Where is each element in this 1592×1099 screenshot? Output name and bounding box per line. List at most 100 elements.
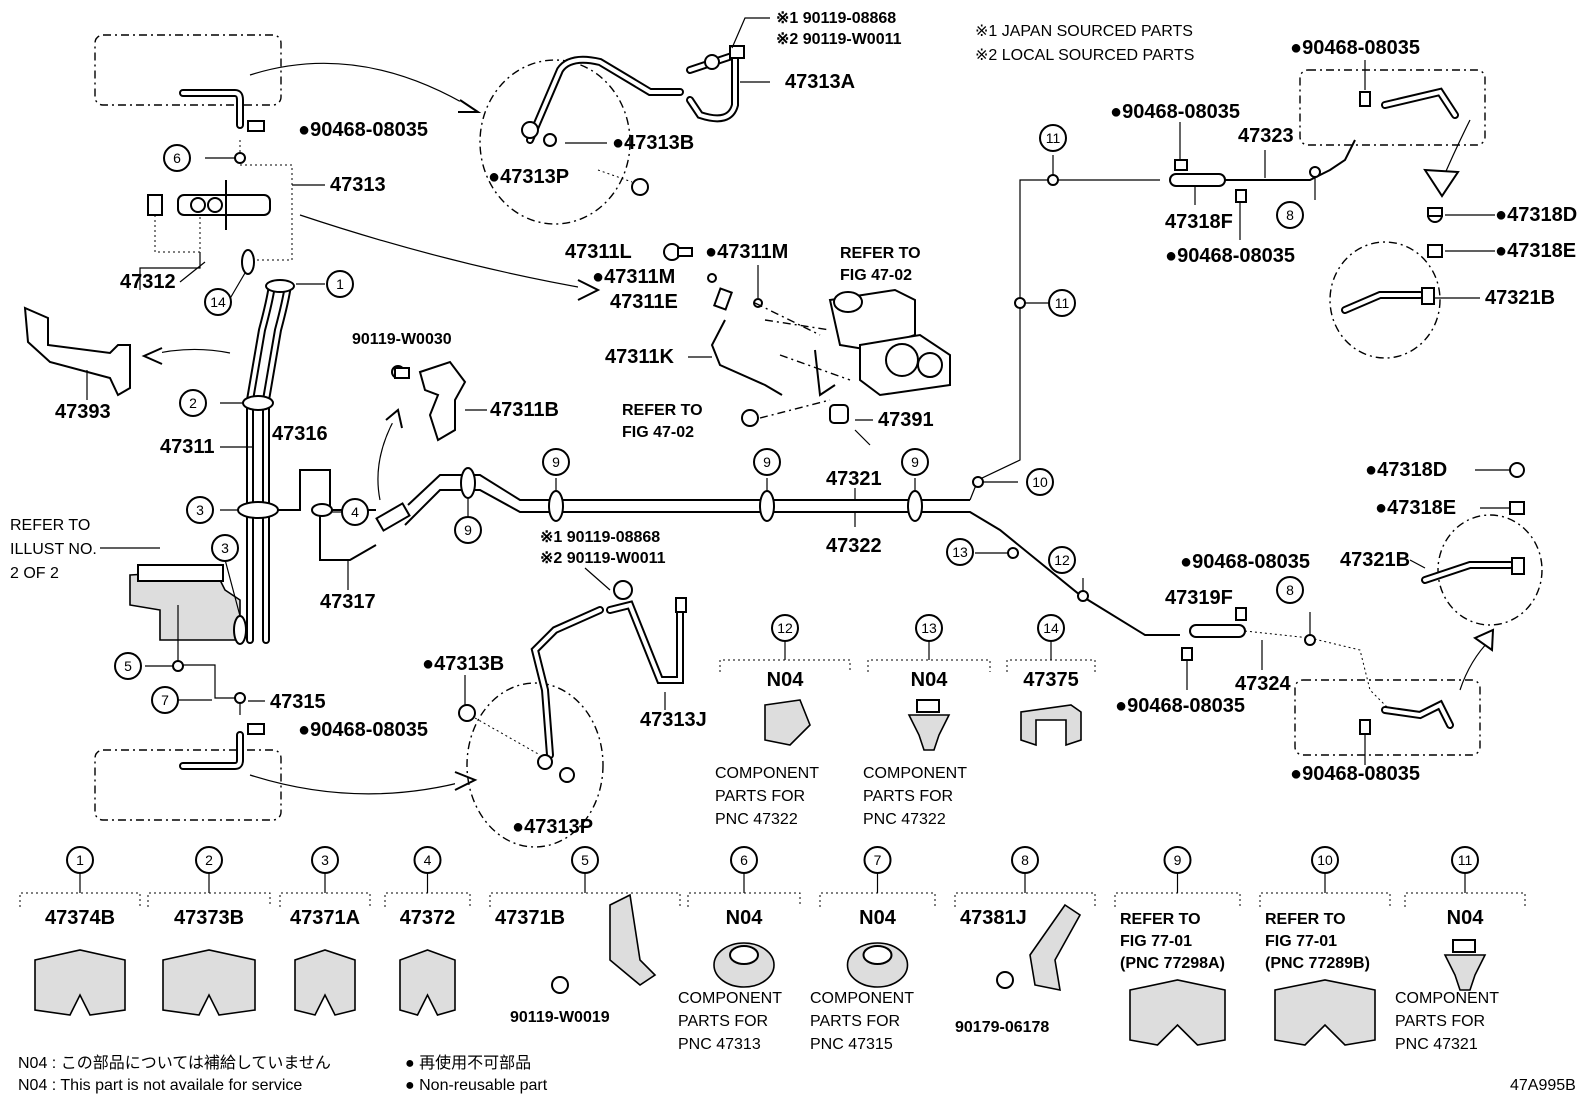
legend-n04-en: N04 : This part is not availale for serv… (18, 1077, 302, 1094)
label-47323: 47323 (1238, 125, 1294, 147)
bottom-group-8-circle-number: 8 (1021, 852, 1029, 868)
hose-47313A (526, 55, 684, 144)
bottom-group-2-circle-number: 2 (205, 852, 213, 868)
bracket-47311B (418, 360, 467, 442)
bottom-group-7-caption-2: PNC 47315 (810, 1036, 893, 1053)
label-47391: 47391 (878, 409, 934, 431)
callout-9-10 (542, 448, 570, 476)
line-47322 (404, 489, 1180, 636)
label-sup2-top: ※2 90119-W0011 (776, 31, 902, 48)
callout-2-1-number: 2 (189, 395, 197, 411)
callout-12-17 (1048, 546, 1076, 574)
clip-icon-a (247, 120, 265, 132)
clip-label-b: ●90468-08035 (298, 719, 428, 741)
callout-9-13-number: 9 (464, 522, 472, 538)
detail-oval-47321B-top (1329, 241, 1441, 359)
line-47316 (278, 469, 376, 511)
callout-10-14 (1026, 468, 1054, 496)
tee-block-left (147, 194, 163, 216)
mid-group-12-caption-1: PARTS FOR (715, 788, 805, 805)
callout-8-8-number: 8 (1286, 207, 1294, 223)
label-47393: 47393 (55, 401, 111, 423)
bottom-group-8-extra: 90179-06178 (955, 1019, 1049, 1036)
bottom-group-7-caption-0: COMPONENT (810, 990, 914, 1007)
label-47321B-top: 47321B (1485, 287, 1555, 309)
mid-group-12-caption-2: PNC 47322 (715, 811, 798, 828)
bottom-group-9-circle-number: 9 (1174, 852, 1182, 868)
refer-fig-a-line2: FIG 47-02 (840, 267, 912, 284)
mid-group-13-caption-1: PARTS FOR (863, 788, 953, 805)
bottom-group-5-circle-number: 5 (581, 852, 589, 868)
callout-9-11-number: 9 (763, 454, 771, 470)
legend-nonreusable-jp: ● 再使用不可部品 (405, 1054, 531, 1072)
callout-10-14-number: 10 (1032, 474, 1048, 490)
bottom-group-11-caption-1: PARTS FOR (1395, 1013, 1485, 1030)
label-47318D-top: ●47318D (1495, 204, 1577, 226)
mid-group-13-circle-number: 13 (921, 620, 937, 636)
detail-box-top-right (1299, 69, 1486, 146)
clamp-3-upper (237, 501, 279, 519)
label-47311M-b: ●47311M (592, 266, 675, 288)
mid-group-12-code: N04 (767, 669, 805, 691)
bottom-group-1-circle-number: 1 (76, 852, 84, 868)
callout-9-10-number: 9 (552, 454, 560, 470)
part-shape-9 (1129, 979, 1226, 1046)
refer-illust-line1: REFER TO (10, 517, 90, 534)
label-47318F: 47318F (1165, 211, 1233, 233)
bottom-group-10-caption-1: (PNC 77289B) (1265, 955, 1370, 972)
bottom-group-8-code: 47381J (960, 907, 1027, 929)
label-47311M-a: ●47311M (705, 241, 788, 263)
connector-47318F (1169, 173, 1226, 187)
arrow-bottom-left (249, 774, 471, 795)
callout-11-15-number: 11 (1046, 130, 1061, 146)
label-47313P-top: ●47313P (488, 166, 569, 188)
line-47321 (407, 474, 970, 506)
detail-box-bottom-right (1294, 679, 1481, 756)
hose-47321B-top (1341, 291, 1424, 314)
label-47312: 47312 (120, 271, 176, 293)
label-47318D-bot: ●47318D (1365, 459, 1447, 481)
callout-4-4-number: 4 (351, 504, 359, 520)
callout-4-4 (341, 498, 369, 526)
label-47324: 47324 (1235, 673, 1291, 695)
legend-nonreusable-en: ● Non-reusable part (405, 1077, 548, 1094)
callout-5-5 (114, 652, 142, 680)
refer-fig-b-line1: REFER TO (622, 402, 703, 419)
callout-9-11 (753, 448, 781, 476)
junction-block (375, 502, 411, 532)
bottom-group-6-circle-number: 6 (740, 852, 748, 868)
clip-label-h: ●90468-08035 (1290, 763, 1420, 785)
callout-9-13 (454, 516, 482, 544)
refer-fig-b-line2: FIG 47-02 (622, 424, 694, 441)
grommet-9d (907, 490, 923, 522)
detail-box-top-left (94, 34, 282, 106)
callout-3-3 (211, 534, 239, 562)
callout-3-2-number: 3 (196, 502, 204, 518)
label-47321: 47321 (826, 468, 882, 490)
label-47313B-top: ●47313B (612, 132, 694, 154)
callout-8-9-number: 8 (1286, 582, 1294, 598)
detail-box-bottom-left (94, 749, 282, 821)
part-shape-2 (162, 949, 256, 1016)
detail-oval-front-hose (479, 59, 631, 225)
nut-47313P-bot (559, 767, 575, 783)
label-47313P-bot: ●47313P (512, 816, 593, 838)
bottom-group-6-caption-1: PARTS FOR (678, 1013, 768, 1030)
bottom-group-9-caption-0: FIG 77-01 (1120, 933, 1192, 950)
callout-13-18-number: 13 (952, 544, 968, 560)
label-sup2-mid: ※2 90119-W0011 (540, 550, 666, 567)
clip-label-g: ●90468-08035 (1115, 695, 1245, 717)
detail-oval-47321B-bot (1437, 514, 1543, 626)
clamp-1 (265, 279, 295, 293)
part-shape-5 (609, 893, 657, 986)
grommet-14 (241, 249, 255, 275)
label-47317: 47317 (320, 591, 376, 613)
fitting-47311E (713, 287, 733, 311)
callout-8-9 (1276, 576, 1304, 604)
bottom-group-6-code: N04 (726, 907, 764, 929)
line-47317 (319, 510, 377, 561)
label-47313A: 47313A (785, 71, 855, 93)
label-47318E-top: ●47318E (1495, 240, 1576, 262)
